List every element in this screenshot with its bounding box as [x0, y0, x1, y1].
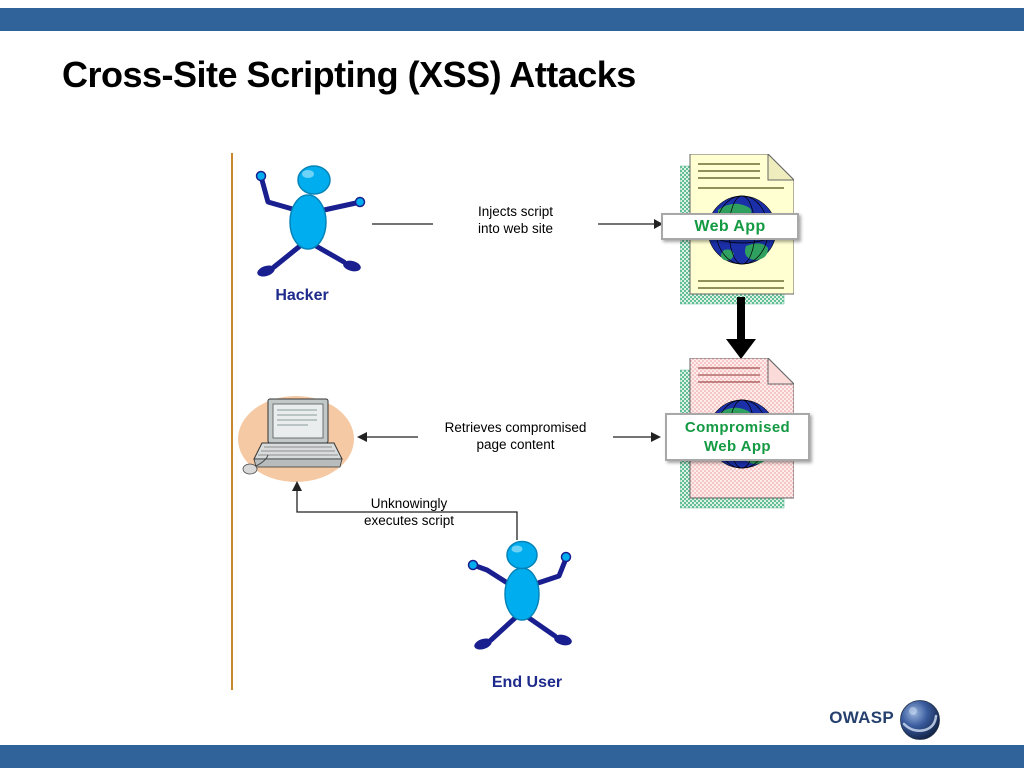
owasp-brand-text: OWASP [829, 708, 894, 727]
divider-line [231, 153, 233, 690]
injects-caption: Injects script into web site [433, 203, 598, 237]
compromised-label-line2: Web App [704, 438, 771, 455]
compromised-web-app-box: Compromised Web App [665, 413, 810, 461]
compromised-label-line1: Compromised [684, 419, 791, 436]
end-user-label: End User [491, 674, 563, 691]
bottom-bar [0, 745, 1024, 768]
unknowingly-caption-line2: executes script [363, 513, 455, 528]
slide-title: Cross-Site Scripting (XSS) Attacks [62, 54, 636, 95]
unknowingly-caption-line1: Unknowingly [370, 496, 448, 511]
computer-icon [238, 396, 354, 482]
end-user-figure-icon [467, 540, 572, 650]
injects-caption-line2: into web site [477, 221, 554, 236]
hacker-figure-icon [255, 165, 366, 277]
unknowingly-caption: Unknowingly executes script [350, 495, 468, 529]
executes-arrow-icon [292, 481, 518, 540]
top-bar [0, 8, 1024, 31]
owasp-logo-icon [900, 700, 940, 740]
down-arrow-icon [726, 297, 756, 359]
web-app-label: Web App [694, 217, 766, 235]
hacker-label: Hacker [275, 287, 329, 304]
web-app-box: Web App [661, 213, 799, 240]
injects-caption-line1: Injects script [477, 204, 554, 219]
retrieves-caption-line1: Retrieves compromised [444, 420, 587, 435]
retrieves-caption: Retrieves compromised page content [418, 419, 613, 453]
retrieves-caption-line2: page content [476, 437, 555, 452]
